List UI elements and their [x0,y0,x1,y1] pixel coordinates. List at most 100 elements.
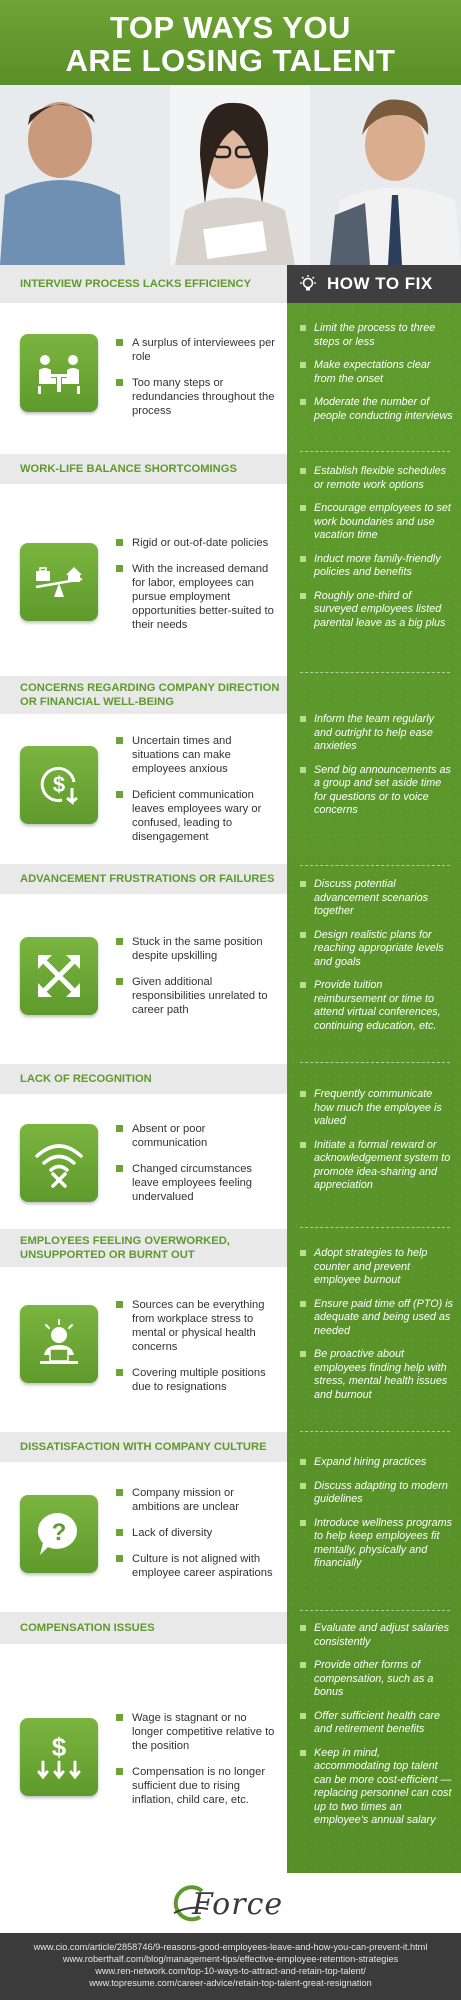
logo-text: Force [192,1887,284,1922]
dollar-decline-icon: $ [40,766,78,806]
section-8-header: COMPENSATION ISSUES [0,1612,287,1644]
fix-item: Frequently communicate how much the empl… [300,1088,455,1129]
section-title: EMPLOYEES FEELING OVERWORKED, UNSUPPORTE… [20,1235,230,1261]
fix-item: Limit the process to three steps or less [300,322,455,349]
svg-text:?: ? [52,1519,67,1546]
section-title: ADVANCEMENT FRUSTRATIONS OR FAILURES [20,873,275,885]
section-title: CONCERNS REGARDING COMPANY DIRECTION OR … [20,682,280,708]
fix-item: Keep in mind, accommodating top talent c… [300,1747,455,1828]
balance-scale-icon [35,567,83,597]
fix-item: Provide other forms of compensation, suc… [300,1659,455,1700]
fix-item: Encourage employees to set work boundari… [300,502,455,543]
cause-item: Rigid or out-of-date policies [116,536,276,550]
fix-item: Evaluate and adjust salaries consistentl… [300,1622,455,1649]
stressed-worker-icon [40,1319,78,1364]
fix-item: Provide tuition reimbursement or time to… [300,979,455,1033]
fix-item: Inform the team regularly and outright t… [300,713,455,754]
cause-item: Deficient communication leaves employees… [116,788,276,844]
section-2-icon-box [20,543,98,621]
section-6-causes: Sources can be everything from workplace… [116,1298,276,1406]
fix-item: Send big announcements as a group and se… [300,764,455,818]
source-link[interactable]: www.topresume.com/career-advice/retain-t… [89,1978,372,1988]
section-7-icon-box: ? [20,1495,98,1573]
fix-separator [300,865,450,866]
section-7-causes: Company mission or ambitions are unclear… [116,1486,276,1592]
cause-item: Compensation is no longer sufficient due… [116,1765,276,1807]
section-7-fixes: Expand hiring practices Discuss adapting… [300,1456,455,1581]
title-line-1: TOP WAYS YOU [110,10,351,45]
cause-item: With the increased demand for labor, emp… [116,562,276,632]
cause-item: Wage is stagnant or no longer competitiv… [116,1711,276,1753]
source-link[interactable]: www.cio.com/article/2858746/9-reasons-go… [33,1942,428,1952]
section-title: INTERVIEW PROCESS LACKS EFFICIENCY [20,278,252,290]
section-2-causes: Rigid or out-of-date policies With the i… [116,536,276,644]
section-4-causes: Stuck in the same position despite upski… [116,935,276,1029]
cause-item: Company mission or ambitions are unclear [116,1486,276,1514]
fix-item: Establish flexible schedules or remote w… [300,465,455,492]
fix-separator [300,1431,450,1432]
section-1-header: INTERVIEW PROCESS LACKS EFFICIENCY [0,265,287,303]
fix-separator [300,672,450,673]
how-to-fix-column [287,265,461,1873]
fix-item: Make expectations clear from the onset [300,359,455,386]
section-6-header: EMPLOYEES FEELING OVERWORKED, UNSUPPORTE… [0,1229,287,1267]
source-link[interactable]: www.roberthalf.com/blog/management-tips/… [62,1954,399,1964]
title-line-2: ARE LOSING TALENT [65,43,396,78]
fix-item: Adopt strategies to help counter and pre… [300,1247,455,1288]
cforce-logo: Force [170,1883,300,1923]
dollar-arrows-icon: $ [37,1732,81,1780]
section-5-fixes: Frequently communicate how much the empl… [300,1088,455,1203]
fix-item: Be proactive about employees finding hel… [300,1348,455,1402]
fix-item: Introduce wellness programs to help keep… [300,1517,455,1571]
section-title: COMPENSATION ISSUES [20,1622,155,1634]
section-3-causes: Uncertain times and situations can make … [116,734,276,856]
section-1-causes: A surplus of interviewees per role Too m… [116,336,276,430]
section-5-icon-box [20,1124,98,1202]
cause-item: Sources can be everything from workplace… [116,1298,276,1354]
fix-item: Discuss potential advancement scenarios … [300,878,455,919]
people-illustration [0,85,461,265]
cause-item: Changed circumstances leave employees fe… [116,1162,276,1204]
fix-item: Discuss adapting to modern guidelines [300,1480,455,1507]
fix-item: Moderate the number of people conducting… [300,396,455,423]
section-3-icon-box: $ [20,746,98,824]
section-3-fixes: Inform the team regularly and outright t… [300,713,455,828]
fix-separator [300,1227,450,1228]
section-8-causes: Wage is stagnant or no longer competitiv… [116,1711,276,1819]
section-2-header: WORK-LIFE BALANCE SHORTCOMINGS [0,454,287,484]
section-2-fixes: Establish flexible schedules or remote w… [300,465,455,640]
section-1-fixes: Limit the process to three steps or less… [300,322,455,433]
cause-item: Culture is not aligned with employee car… [116,1552,276,1580]
interview-desk-icon [38,355,80,394]
section-8-icon-box: $ [20,1718,98,1796]
fix-item: Expand hiring practices [300,1456,455,1470]
cause-item: Uncertain times and situations can make … [116,734,276,776]
section-title: WORK-LIFE BALANCE SHORTCOMINGS [20,463,237,475]
section-5-header: LACK OF RECOGNITION [0,1064,287,1094]
section-title: LACK OF RECOGNITION [20,1073,152,1085]
fix-separator [300,451,450,452]
cause-item: A surplus of interviewees per role [116,336,276,364]
fix-item: Roughly one-third of surveyed employees … [300,590,455,631]
fix-item: Design realistic plans for reaching appr… [300,929,455,970]
cause-item: Stuck in the same position despite upski… [116,935,276,963]
svg-text:$: $ [53,772,65,797]
cause-item: Covering multiple positions due to resig… [116,1366,276,1394]
fix-item: Ensure paid time off (PTO) is adequate a… [300,1298,455,1339]
how-to-fix-label: HOW TO FIX [327,274,433,293]
fix-separator [300,1062,450,1063]
section-6-fixes: Adopt strategies to help counter and pre… [300,1247,455,1412]
question-bubble-icon: ? [37,1512,77,1555]
cforce-swoosh-icon [173,1885,209,1922]
how-to-fix-bar: HOW TO FIX [287,265,461,303]
fix-item: Offer sufficient health care and retirem… [300,1710,455,1737]
cause-item: Too many steps or redundancies throughou… [116,376,276,418]
section-1-icon-box [20,334,98,412]
no-signal-icon [35,1144,83,1188]
section-7-header: DISSATISFACTION WITH COMPANY CULTURE [0,1432,287,1462]
section-4-fixes: Discuss potential advancement scenarios … [300,878,455,1043]
cause-item: Absent or poor communication [116,1122,276,1150]
source-link[interactable]: www.ren-network.com/top-10-ways-to-attra… [95,1966,366,1976]
header-banner: TOP WAYS YOU ARE LOSING TALENT [0,0,461,85]
sources-footer: www.cio.com/article/2858746/9-reasons-go… [0,1933,461,2000]
